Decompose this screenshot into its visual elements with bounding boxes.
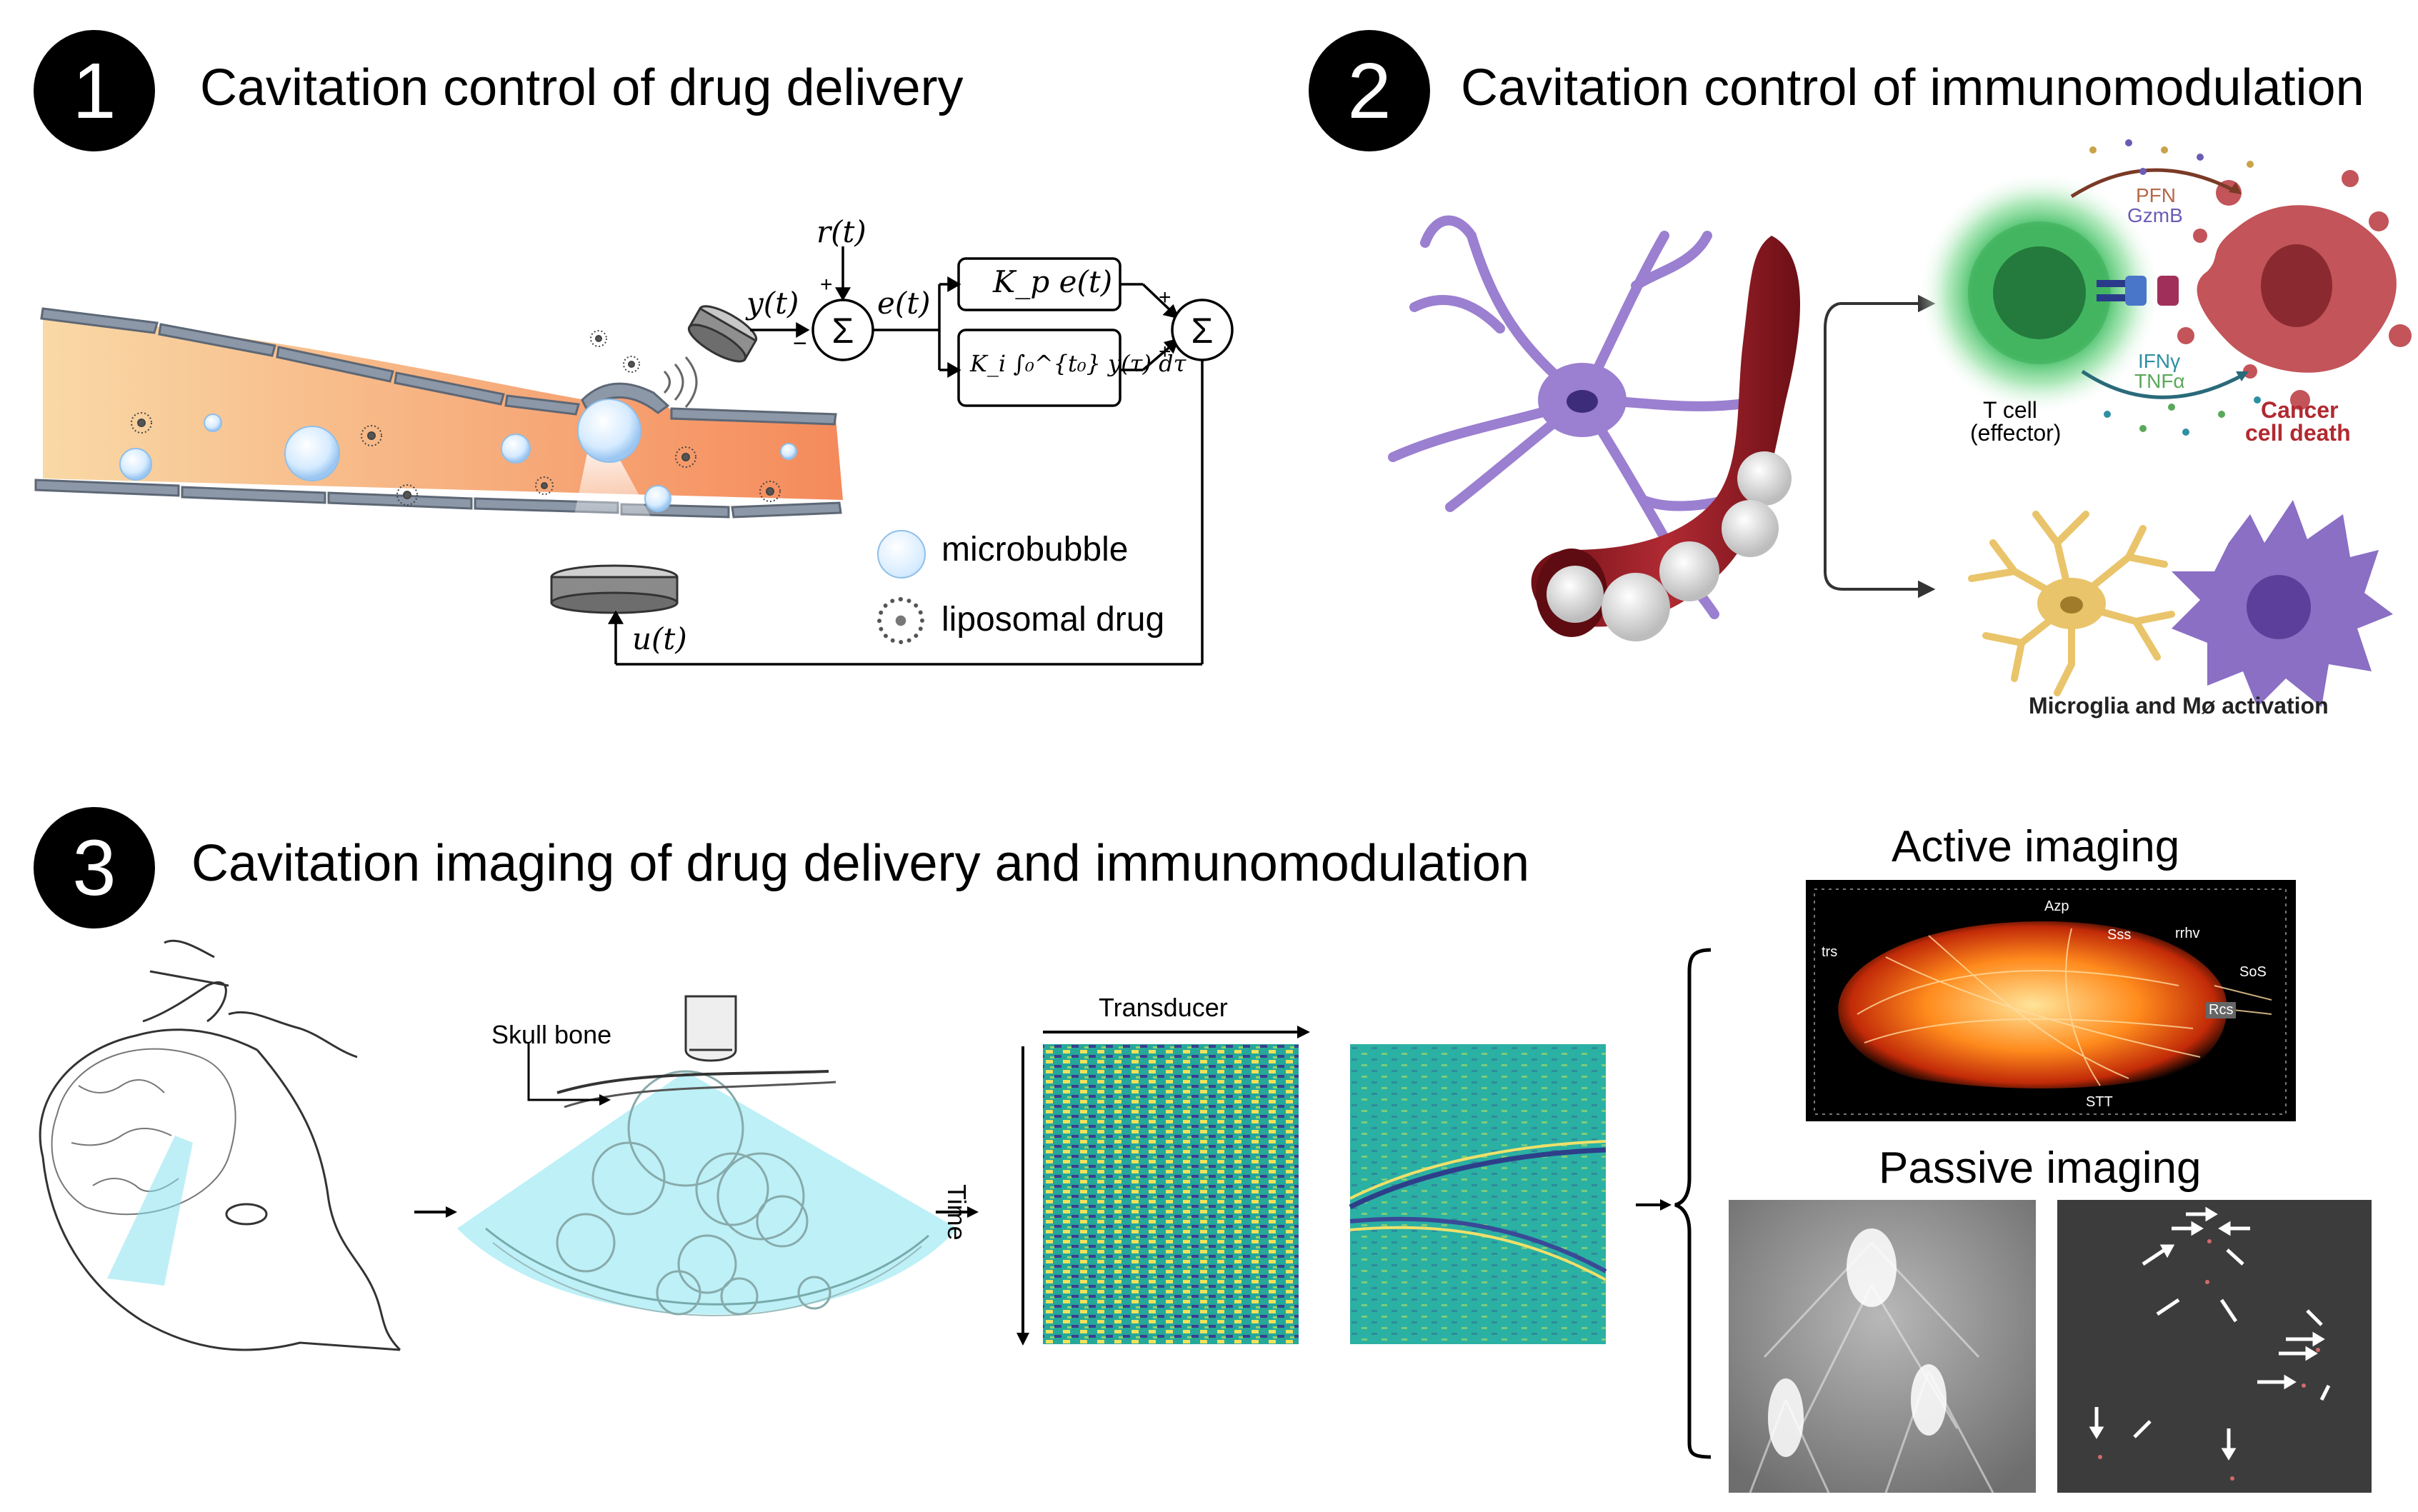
t-cell-effector-label: (effector) — [1970, 420, 2062, 446]
vessel-label-sos: SoS — [2239, 964, 2267, 980]
vessel-label-trs: trs — [1822, 944, 1838, 960]
passive-imaging-localization — [2057, 1200, 2372, 1493]
rf-data-raw — [1043, 1044, 1299, 1344]
panel1-number-badge: 1 — [34, 30, 155, 151]
ultrasound-beam — [571, 443, 657, 529]
minus-sign-y: − — [793, 330, 807, 357]
panel1-number: 1 — [72, 46, 116, 135]
ultrasound-fan — [457, 1071, 957, 1314]
cancer-nucleus — [2261, 244, 2332, 327]
plus-sign-r: + — [820, 273, 833, 296]
vessel-top-wall — [40, 307, 837, 426]
pfn-label: PFN — [2136, 184, 2176, 206]
microbubble-legend-label: microbubble — [941, 531, 1129, 569]
cavitation-wavefronts — [556, 1070, 831, 1316]
transducer-label: Transducer — [1099, 993, 1228, 1022]
tcr-complex — [2097, 276, 2179, 306]
error-signal-label: e(t) — [877, 286, 931, 321]
microbubbles — [119, 399, 797, 512]
integral-term: K_i ∫₀^{t₀} y(τ) dτ — [970, 350, 1186, 377]
skull-pointer — [527, 1043, 604, 1101]
panel3-number-badge: 3 — [34, 807, 155, 928]
cancer-fragments — [2177, 170, 2412, 410]
ifn-gamma-label: IFNγ — [2138, 350, 2181, 372]
vessel-bottom-wall — [34, 479, 842, 519]
time-label: Time — [942, 1184, 971, 1241]
microbubble-legend-icon — [877, 530, 926, 579]
proportional-term: K_p e(t) — [993, 264, 1113, 299]
t-cell-label: T cell — [1983, 397, 2037, 423]
vessel-label-stt: STT — [2086, 1094, 2113, 1110]
t-cell-nucleus — [1993, 246, 2086, 339]
probe-transducer — [684, 995, 737, 1062]
active-box-lines — [1814, 888, 2287, 1115]
localization-arrows — [2089, 1206, 2331, 1461]
curly-brace — [1674, 948, 1712, 1459]
panel3-number: 3 — [72, 823, 116, 912]
passive-bright-spots — [1768, 1228, 1947, 1457]
panel2-number-badge: 2 — [1309, 30, 1430, 151]
tnf-alpha-label: TNFα — [2134, 370, 2185, 392]
vessel-label-azp: Azp — [2044, 898, 2069, 914]
panel1-title: Cavitation control of drug delivery — [200, 59, 964, 116]
control-loop — [607, 246, 1234, 666]
liposomal-drug-legend-icon — [877, 597, 924, 644]
vessel-label-sss: Sss — [2107, 927, 2132, 943]
skull-bone — [556, 1070, 829, 1094]
vessel-microbubbles — [1547, 451, 1792, 641]
active-imaging-title: Active imaging — [1892, 822, 2180, 871]
plus-sign-p: + — [1159, 286, 1171, 309]
emitter-transducer — [550, 564, 679, 614]
panel3-title: Cavitation imaging of drug delivery and … — [191, 835, 1530, 892]
cancer-label: Cancer — [2261, 397, 2339, 423]
macrophage-nucleus — [2247, 575, 2311, 639]
panel2-title: Cavitation control of immunomodulation — [1461, 59, 2364, 116]
panel1-illustration: Σ Σ — [34, 246, 1234, 666]
ifn-arrow — [2081, 369, 2244, 399]
measured-signal-label: y(t) — [746, 286, 799, 321]
sum1-symbol: Σ — [832, 311, 854, 351]
passive-imaging-title: Passive imaging — [1879, 1143, 2202, 1193]
acoustic-wave-icon — [663, 356, 698, 408]
rf-wavefront — [1349, 1147, 1607, 1273]
granules — [2089, 139, 2261, 436]
receiver-transducer — [687, 305, 758, 363]
brain-outline — [51, 1048, 236, 1216]
vessel-label-rcs: Rcs — [2206, 1002, 2237, 1018]
panel2-illustration — [1388, 139, 2412, 707]
control-output-label: u(t) — [632, 621, 687, 656]
cell-death-label: cell death — [2245, 420, 2351, 446]
reference-signal-label: r(t) — [816, 214, 866, 249]
head-sketch — [39, 939, 401, 1351]
plus-sign-i: + — [1159, 340, 1171, 364]
liposomal-drugs — [131, 330, 781, 506]
liposomal-drug-legend-label: liposomal drug — [941, 601, 1165, 639]
microglia-label: Microglia and Mø activation — [2029, 693, 2329, 719]
blood-vessel — [43, 314, 843, 500]
active-vessel-streaks — [1857, 928, 2272, 1086]
gzmb-label: GzmB — [2127, 204, 2183, 226]
rf-data-filtered — [1350, 1044, 1606, 1344]
panel2-number: 2 — [1347, 46, 1392, 135]
brain-beam — [107, 1136, 193, 1286]
neuron-nucleus — [1567, 390, 1598, 413]
skull-bone-label: Skull bone — [491, 1020, 612, 1049]
sum2-symbol: Σ — [1191, 311, 1214, 351]
active-vascular-map — [1838, 921, 2227, 1088]
vessel-label-rrhv: rrhv — [2175, 926, 2200, 941]
pfn-arrow — [2070, 168, 2237, 199]
